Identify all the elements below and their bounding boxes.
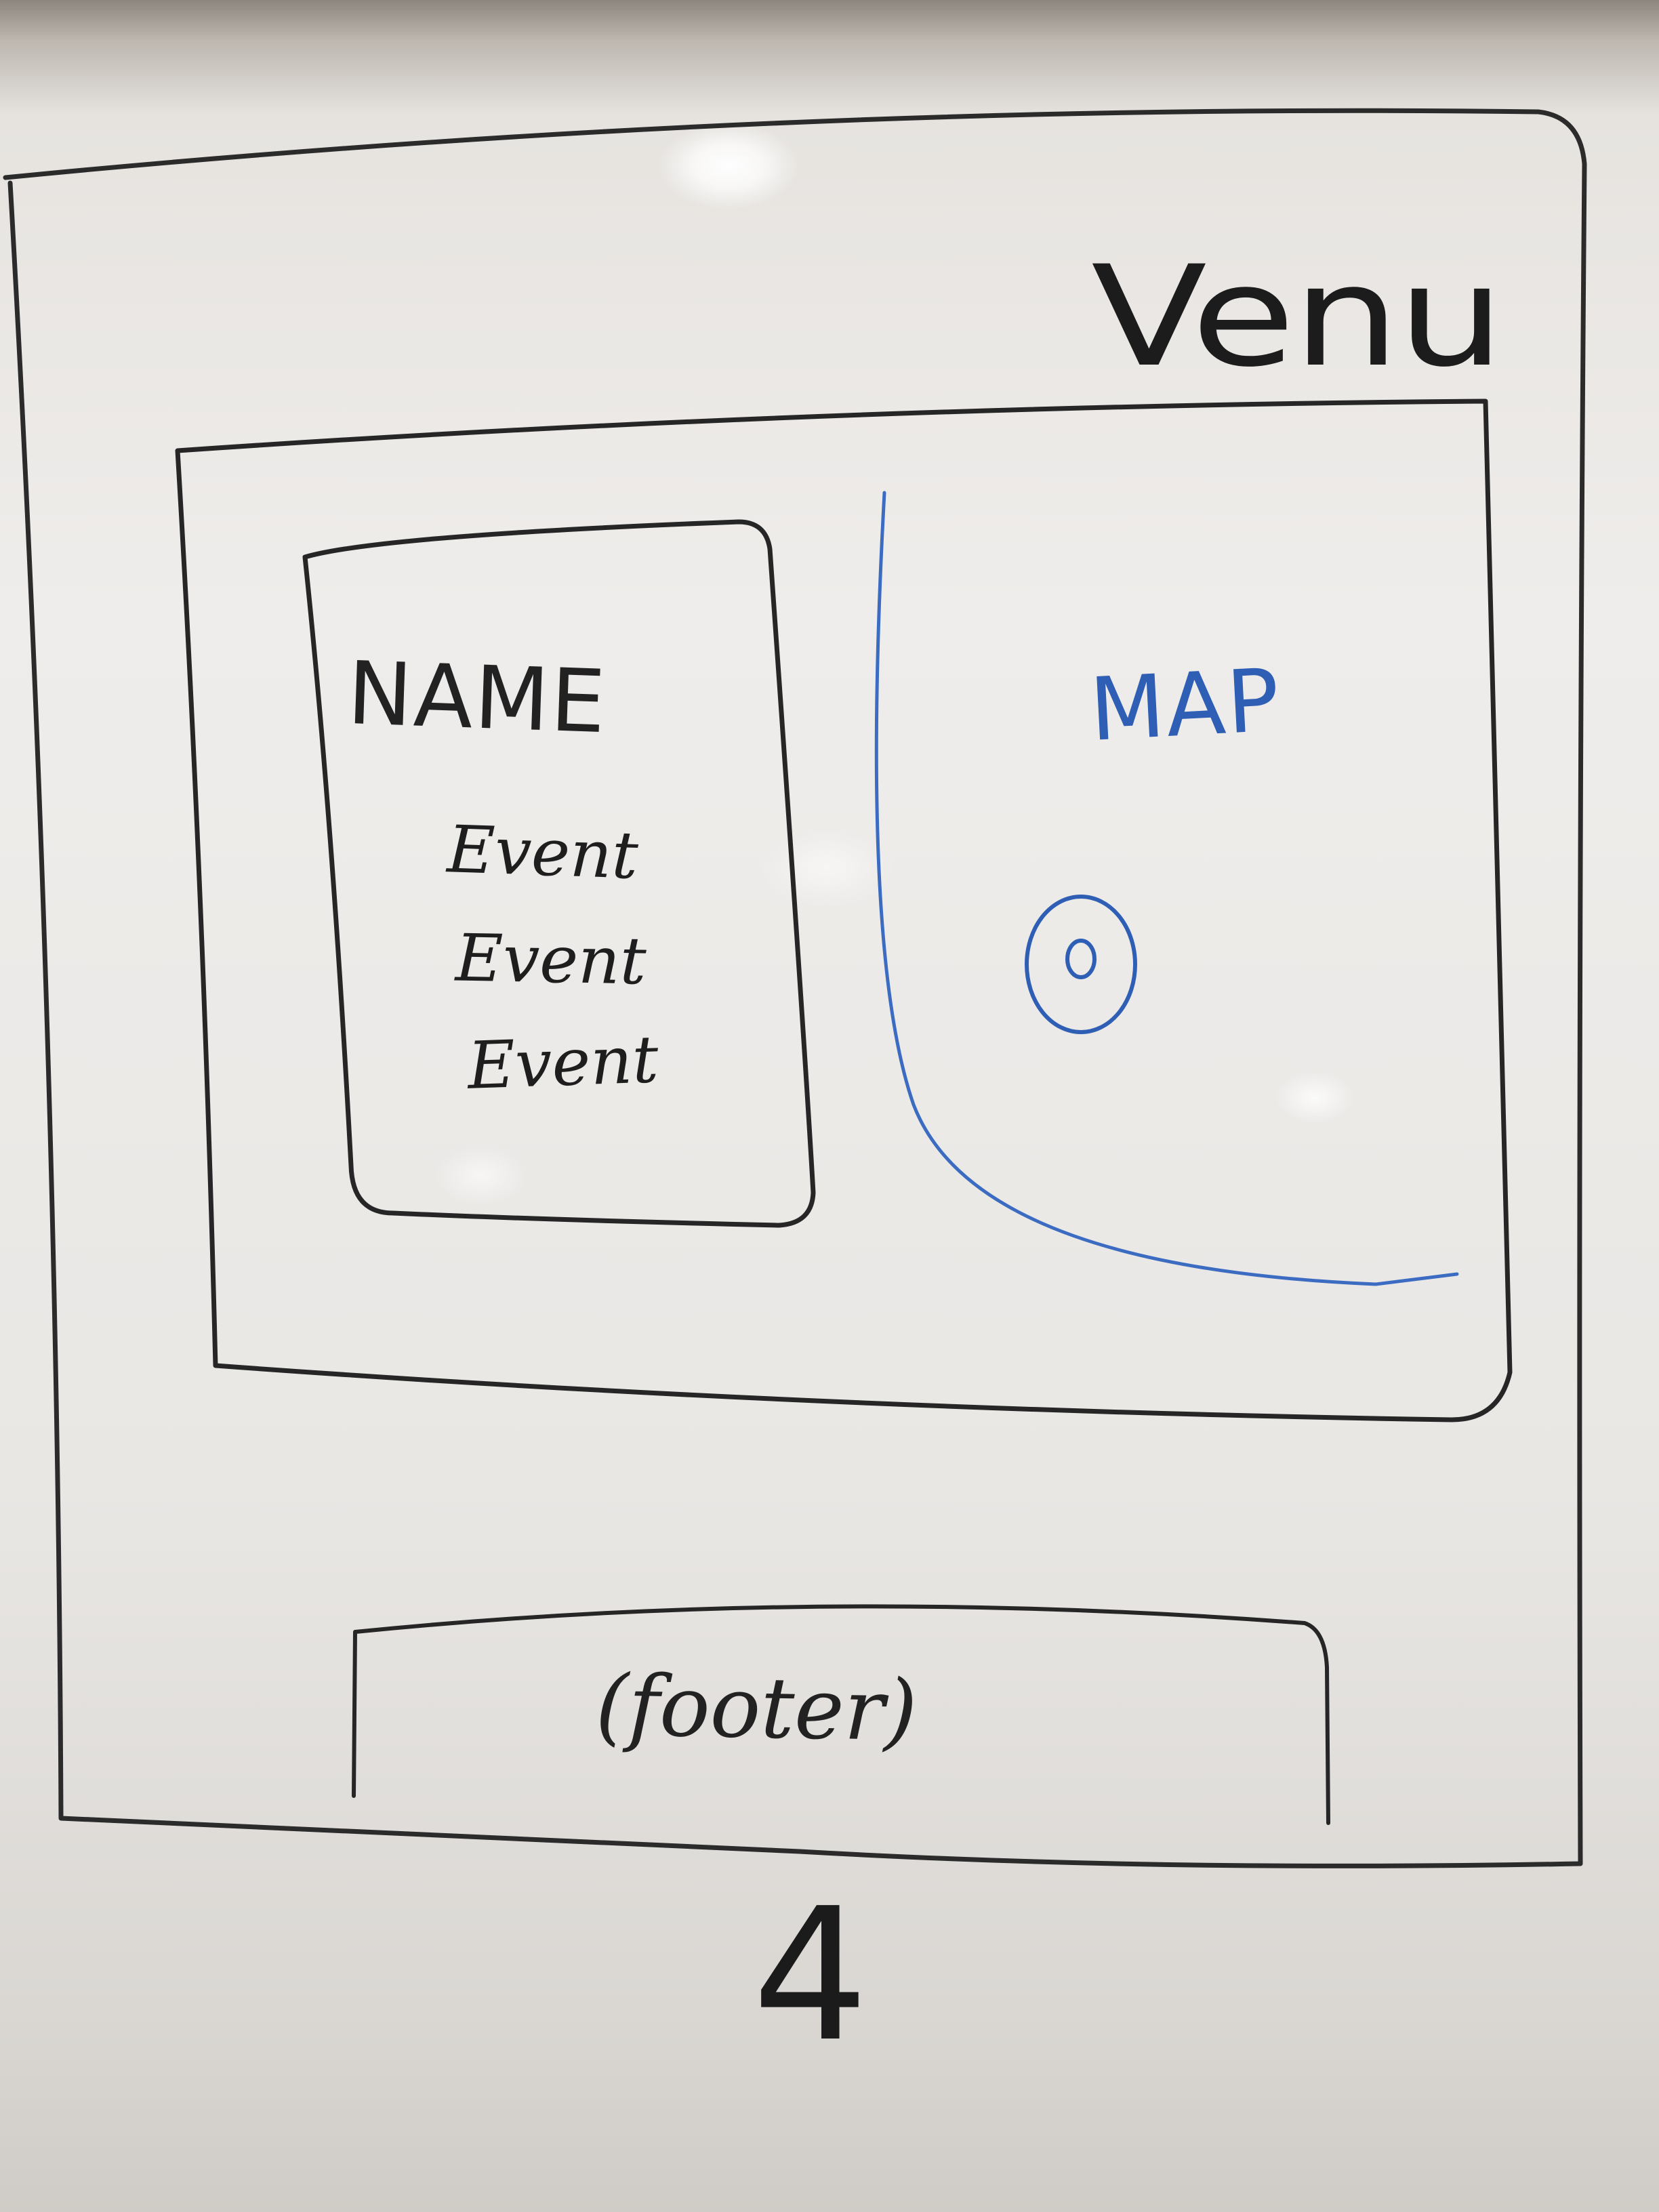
venue-name: NAME [346,643,609,754]
map-label: MAP [1087,650,1284,761]
content-panel [175,398,1513,1422]
location-marker-icon[interactable] [1025,895,1137,1034]
app-logo-title[interactable]: Venu [1091,235,1504,398]
event-list-item[interactable]: Event [466,1021,660,1104]
screen-frame [3,108,1587,1868]
venue-card-frame [302,519,816,1228]
event-list-item[interactable]: Event [455,920,647,1000]
event-list-item[interactable]: Event [446,811,640,894]
map-area-boundary [874,491,1459,1286]
footer-label: (footer) [594,1657,918,1761]
footer-bar-frame [352,1604,1330,1825]
page-number: 4 [752,1868,869,2082]
